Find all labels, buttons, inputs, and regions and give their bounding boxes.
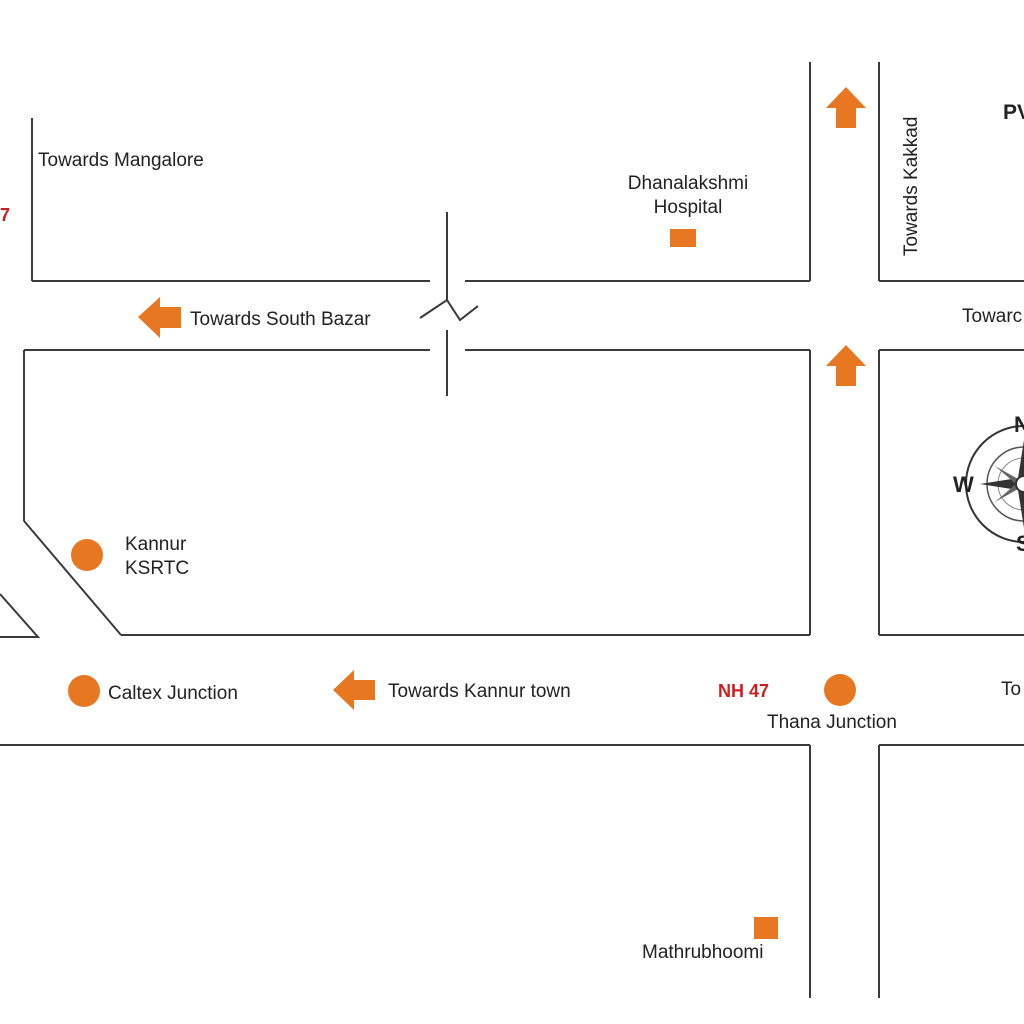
label-towards-right-upper: Towarc (962, 306, 1022, 327)
label-towards-right-lower: To (1001, 679, 1021, 700)
arrow-up-icon (826, 345, 866, 386)
label-towards-kakkad: Towards Kakkad (901, 117, 922, 256)
road-edge (0, 593, 41, 638)
compass-north-label: N (1014, 412, 1024, 437)
arrow-left-icon (138, 297, 181, 338)
label-nh-partial: 7 (0, 205, 10, 225)
label-thana-junction: Thana Junction (767, 712, 897, 733)
label-pv-partial: PV (1003, 101, 1024, 124)
square-marker-icon (754, 917, 778, 939)
label-dhanalakshmi-line2: Hospital (654, 197, 723, 218)
label-towards-kannur-town: Towards Kannur town (388, 681, 571, 702)
road-network (0, 62, 1024, 998)
label-mathrubhoomi: Mathrubhoomi (642, 942, 763, 963)
circle-marker-icon (71, 539, 103, 571)
label-towards-mangalore: Towards Mangalore (38, 150, 204, 171)
road-break-icon (419, 212, 479, 396)
label-kannur-line1: Kannur (125, 534, 187, 555)
road-edge (23, 520, 122, 636)
circle-marker-icon (824, 674, 856, 706)
arrow-up-icon (826, 87, 866, 128)
circle-marker-icon (68, 675, 100, 707)
square-marker-icon (670, 229, 696, 247)
label-caltex-junction: Caltex Junction (108, 683, 238, 704)
label-towards-south-bazar: Towards South Bazar (190, 309, 371, 330)
arrow-left-icon (333, 670, 375, 710)
label-dhanalakshmi-line1: Dhanalakshmi (628, 173, 748, 194)
compass-rose-icon: N W S (953, 412, 1024, 556)
compass-south-label: S (1016, 531, 1024, 556)
label-nh47: NH 47 (718, 681, 769, 701)
label-kannur-line2: KSRTC (125, 558, 189, 579)
compass-west-label: W (953, 472, 974, 497)
